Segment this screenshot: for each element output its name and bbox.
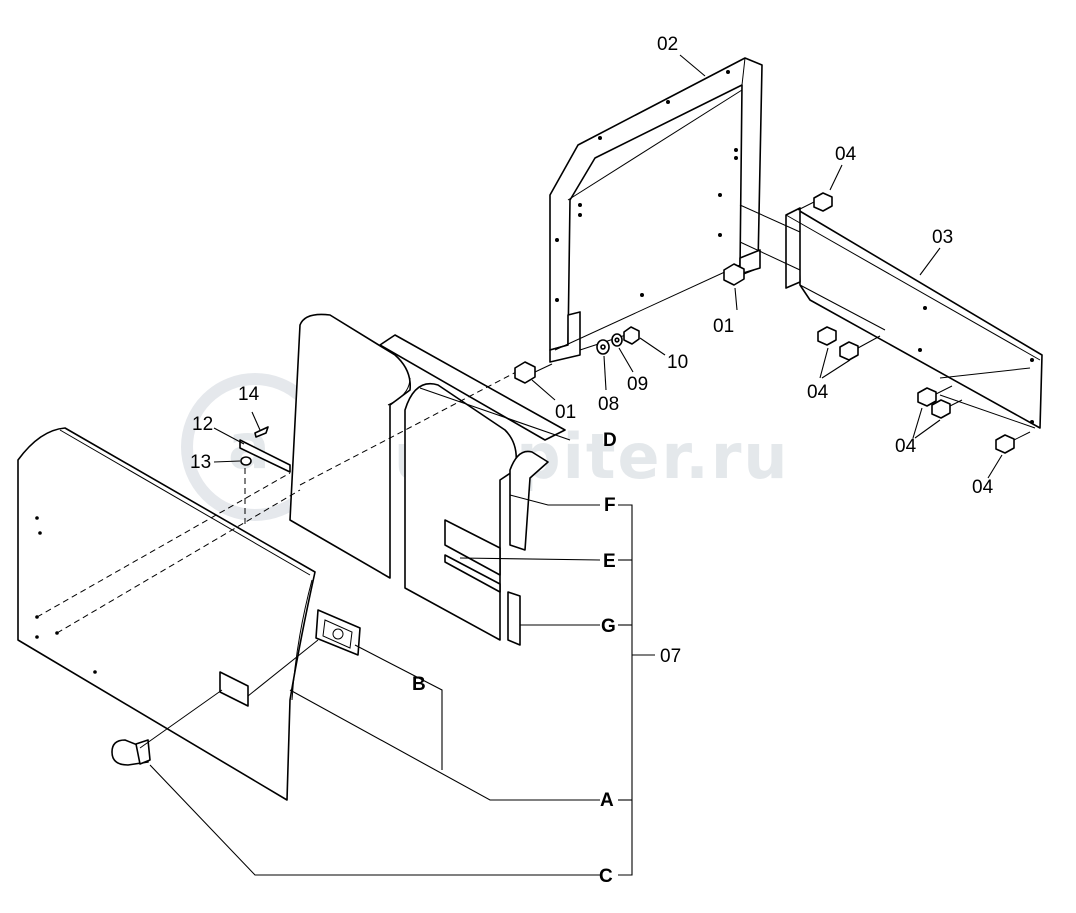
part-A-door <box>17 427 316 801</box>
bolt-04-low-b <box>931 399 963 419</box>
label-04-low: 04 <box>895 436 917 457</box>
label-09: 09 <box>627 374 648 395</box>
label-12: 12 <box>192 414 213 435</box>
washer-08 <box>596 339 610 355</box>
label-03: 03 <box>932 227 953 248</box>
part-C-lock <box>111 639 319 766</box>
part-03-plate <box>718 193 1043 429</box>
label-02: 02 <box>657 34 678 55</box>
label-13: 13 <box>190 452 211 473</box>
label-08: 08 <box>598 394 619 415</box>
part-E-panel <box>404 383 518 641</box>
leader-lines <box>149 54 1003 876</box>
bolt-04-mid-a <box>817 326 837 346</box>
label-G: G <box>601 616 616 637</box>
bolt-01-right <box>723 263 755 286</box>
bolt-04-bottom <box>995 431 1031 454</box>
label-F: F <box>604 495 616 516</box>
part-D-panel <box>289 313 566 579</box>
bolt-04-low-a <box>917 385 953 407</box>
label-01-left: 01 <box>555 402 576 423</box>
part-F-strip <box>509 450 549 551</box>
label-D: D <box>603 430 617 451</box>
label-10: 10 <box>667 352 688 373</box>
label-E: E <box>603 551 616 572</box>
alignment-lines <box>36 369 521 634</box>
label-01-right: 01 <box>713 316 734 337</box>
label-B: B <box>412 674 426 695</box>
fasteners <box>514 192 1031 454</box>
label-14: 14 <box>238 384 260 405</box>
mounting-lines <box>554 204 1036 429</box>
bolt-01-left <box>514 361 553 384</box>
parts-12-13-14 <box>239 426 291 473</box>
bolt-04-mid-b <box>839 335 881 361</box>
label-04-top: 04 <box>835 144 857 165</box>
nut-10 <box>623 326 640 345</box>
label-C: C <box>599 866 613 887</box>
part-G-strip <box>507 591 521 646</box>
part-labels: 02 03 04 04 04 04 01 01 08 09 10 14 12 1… <box>190 34 994 887</box>
label-04-mid: 04 <box>807 382 829 403</box>
part-B-handle <box>315 609 361 656</box>
bolt-04-top <box>797 192 833 212</box>
label-07: 07 <box>660 646 681 667</box>
label-04-bottom: 04 <box>972 477 994 498</box>
label-A: A <box>600 790 614 811</box>
washer-09 <box>611 333 623 347</box>
